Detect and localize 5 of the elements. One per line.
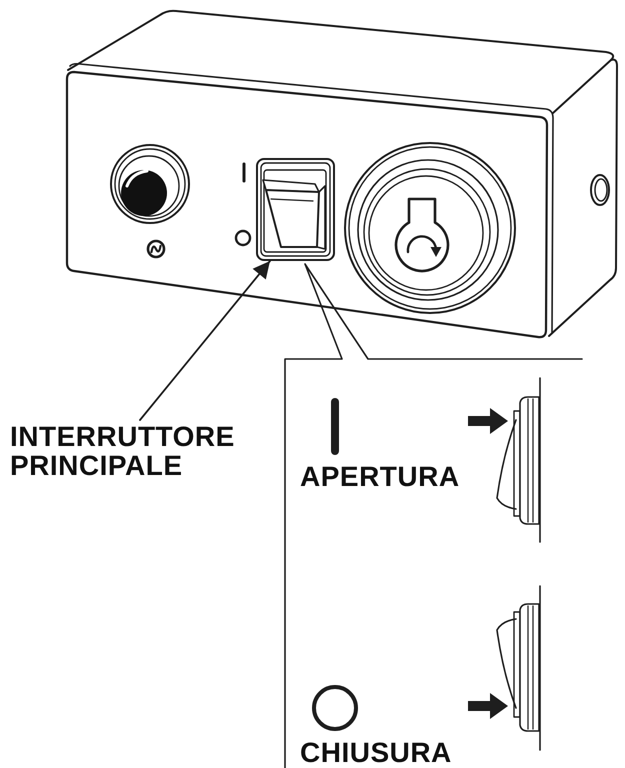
callout-label: INTERRUTTORE PRINCIPALE — [10, 422, 250, 480]
state-label: CHIUSURA — [300, 738, 452, 767]
state-label: APERTURA — [300, 462, 460, 491]
rocker-switch — [256, 158, 335, 261]
leader-arrow — [139, 260, 271, 421]
